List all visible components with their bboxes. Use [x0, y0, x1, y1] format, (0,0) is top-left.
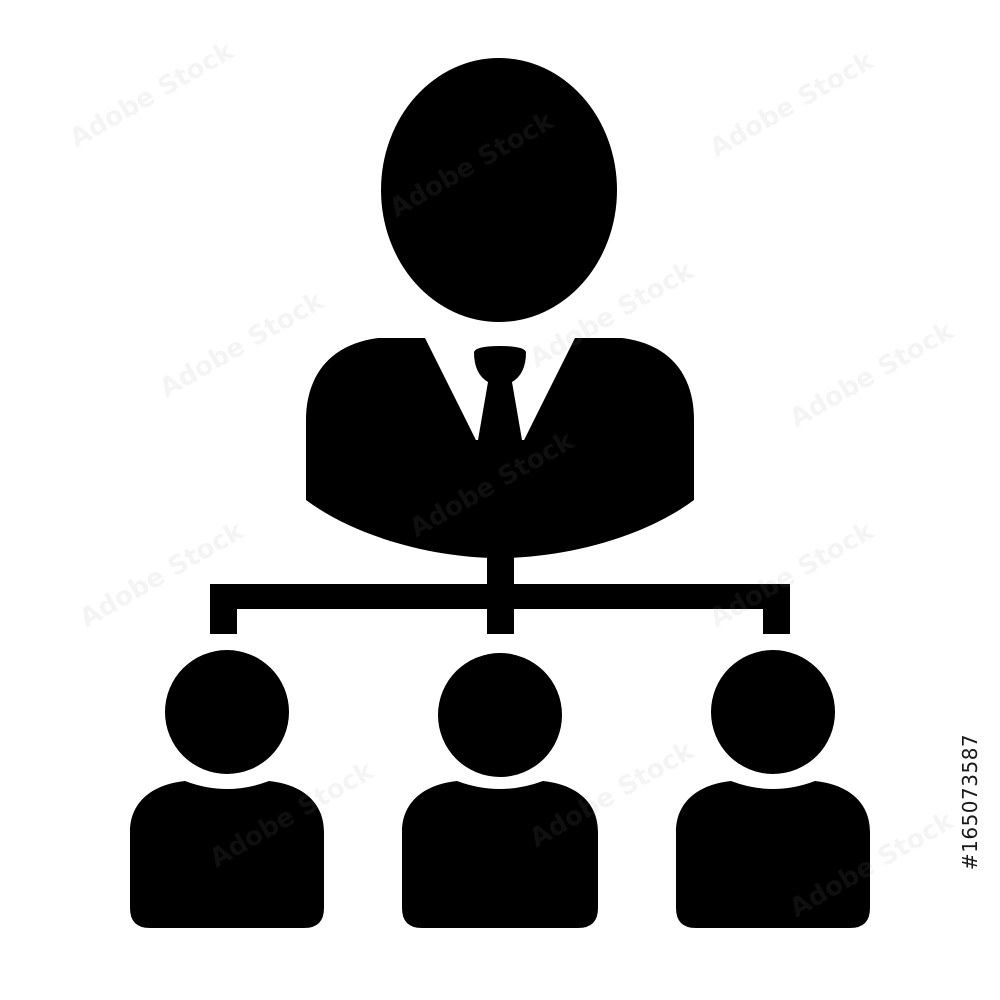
connector-stem — [487, 548, 514, 588]
team-member-body — [130, 781, 324, 928]
manager-head — [381, 58, 617, 322]
team-member-head — [165, 650, 289, 774]
team-member-center — [402, 653, 598, 928]
team-member-left — [130, 650, 324, 928]
manager-collar-left — [424, 336, 488, 440]
connector-drop-left — [210, 584, 237, 634]
team-member-body — [402, 781, 598, 928]
hierarchy-connector — [210, 548, 790, 634]
team-member-head — [438, 653, 562, 777]
team-member-head — [711, 650, 835, 774]
team-member-body — [676, 781, 870, 928]
team-member-right — [676, 650, 870, 928]
manager-collar-right — [512, 336, 576, 440]
manager-tie — [474, 346, 526, 462]
stock-id-label: #165073587 — [957, 733, 982, 871]
connector-drop-center — [487, 584, 514, 634]
connector-drop-right — [763, 584, 790, 634]
manager-figure — [306, 58, 694, 558]
